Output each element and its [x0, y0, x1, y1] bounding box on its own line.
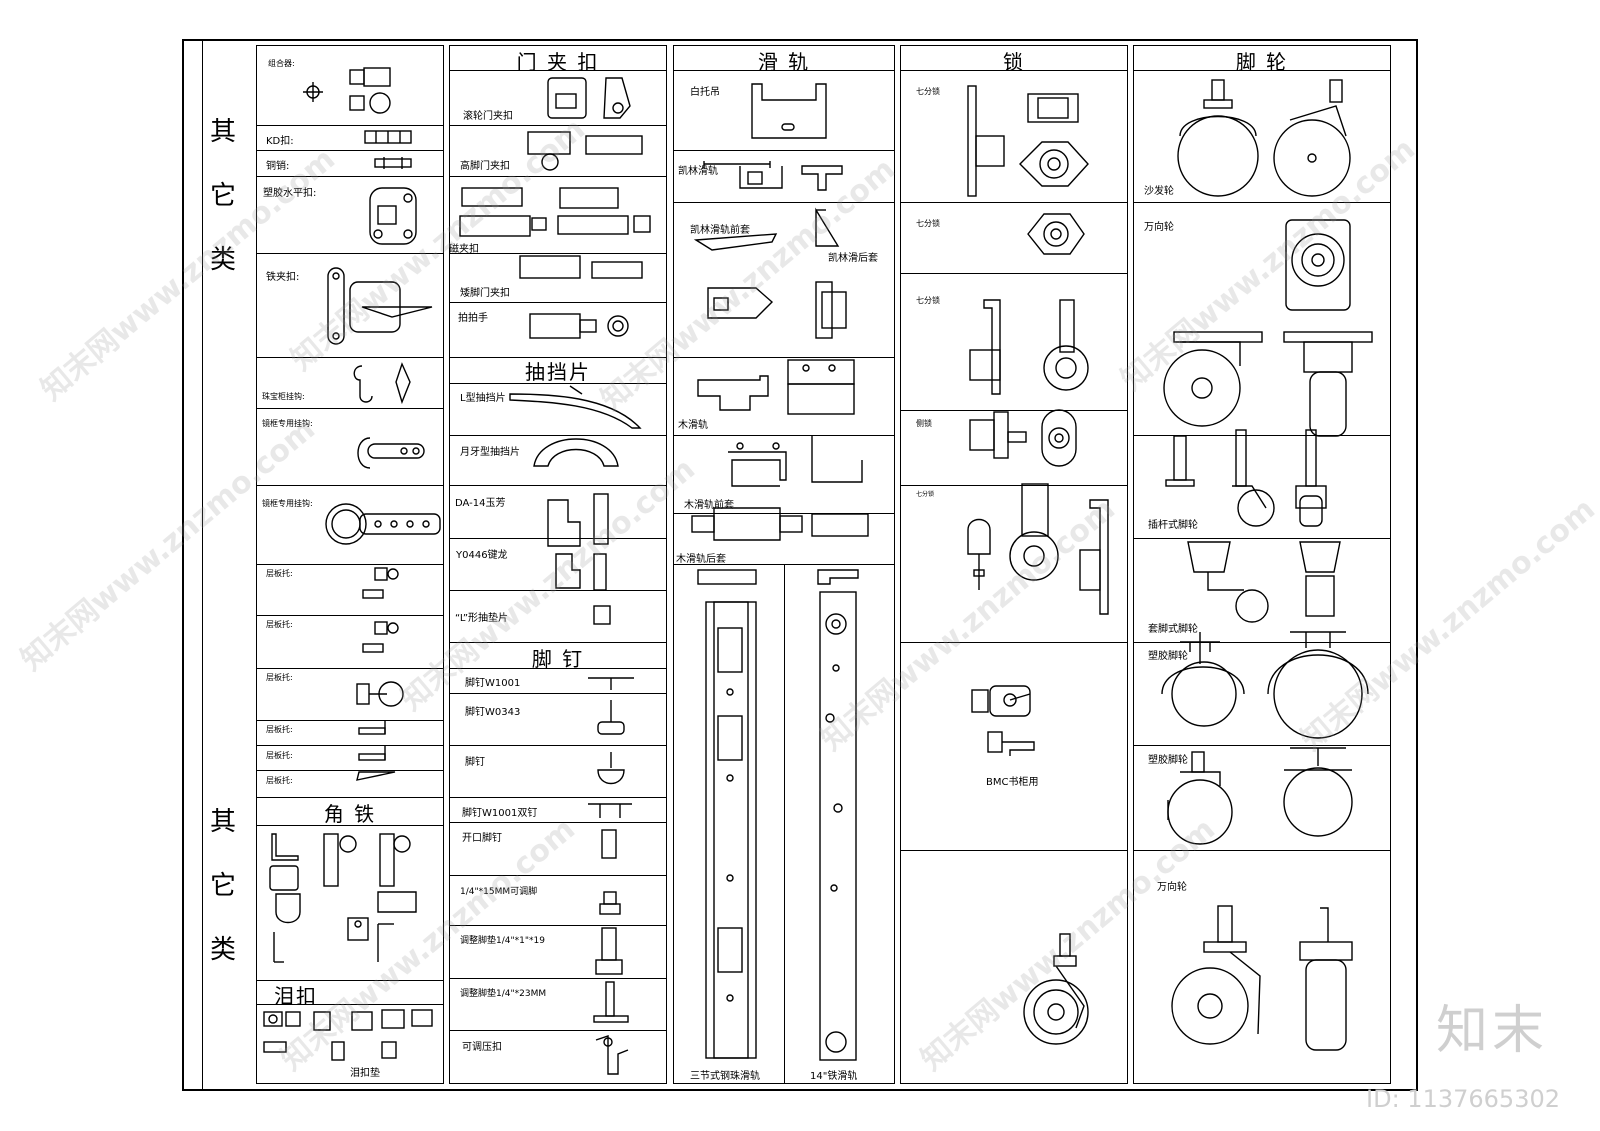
slide-header: 滑 轨: [757, 50, 811, 74]
slide-label-iron: 14"铁滑轨: [810, 1071, 858, 1082]
drawer-label-crescent: 月牙型抽挡片: [460, 447, 520, 458]
tear-buckle-drawings: [263, 1009, 433, 1061]
misc-label-shelf-3: 层板托:: [266, 673, 293, 682]
lock-drawings: [967, 85, 1109, 615]
slide-label-wood-front: 木滑轨前套: [684, 500, 734, 511]
nail-label-adjustable-15: 1/4"*15MM可调脚: [460, 887, 538, 897]
frame-inner-left-line: [202, 39, 203, 1091]
caster-label-swivel-2: 万向轮: [1157, 882, 1187, 893]
drawer-subheader: 抽挡片: [525, 360, 591, 384]
drawer-label-l: L型抽挡片: [460, 393, 506, 404]
nail-label-plain: 脚钉: [465, 757, 485, 768]
misc-label-frame-hook-2: 镜框专用挂钩:: [262, 499, 313, 508]
bmc-lock-drawing: [971, 685, 1035, 756]
door-label-magnet: 磁夹扣: [449, 244, 479, 255]
iron-clip-drawing: [327, 267, 433, 345]
side-label-bottom: 其它类: [209, 807, 236, 965]
misc-subheader-tear: 泪扣: [274, 984, 318, 1008]
door-clip-drawings: [459, 77, 651, 625]
misc-label-shelf-4: 层板托:: [266, 725, 293, 734]
dimension-marks: [703, 161, 771, 168]
nail-subheader: 脚 钉: [531, 647, 585, 671]
brand-logo: 知末: [1435, 1001, 1548, 1061]
nail-label-w0343: 脚钉W0343: [465, 707, 521, 718]
misc-label-combiner: 组合器:: [268, 59, 295, 68]
ball-bearing-slide-drawing: [697, 569, 757, 1059]
misc-label-copper-pin: 铜销:: [266, 161, 290, 172]
misc-label-shelf-1: 层板托:: [266, 569, 293, 578]
frame-hook-drawing-1: [357, 437, 425, 469]
combiner-drawing: [303, 67, 391, 114]
plastic-latch-drawing: [369, 187, 417, 245]
misc-label-frame-hook-1: 镜框专用挂钩:: [262, 419, 313, 428]
side-label-top: 其它类: [209, 117, 236, 275]
misc-subheader-corner: 角 铁: [323, 802, 377, 826]
jewelry-hook-drawing: [353, 362, 411, 405]
lock-caster-drawing: [1023, 933, 1089, 1045]
nail-label-pad-23: 调整脚垫1/4"*23MM: [460, 989, 547, 999]
lock-label-2: 七分锁: [916, 219, 940, 228]
column-caster: [1133, 45, 1391, 1084]
lock-label-3: 七分锁: [916, 296, 940, 305]
nail-label-press: 可调压扣: [462, 1042, 502, 1053]
lock-label-4: 七分锁: [916, 491, 935, 498]
lock-label-bmc: BMC书柜用: [986, 777, 1039, 788]
misc-label-jewelry-hook: 珠宝柜挂钩:: [262, 392, 305, 401]
caster-label-plastic-1: 塑胶脚轮: [1148, 651, 1188, 662]
corner-iron-drawings: [269, 833, 417, 963]
slide-label-wood-back: 木滑轨后套: [676, 554, 726, 565]
slide-label-ball: 三节式钢珠滑轨: [690, 1071, 760, 1082]
slide-label-kailin-front: 凯林滑轨前套: [690, 225, 750, 236]
shelf-support-drawings: [356, 567, 404, 781]
drawer-label-y0446: Y0446键龙: [456, 550, 508, 561]
misc-label-iron-clip: 铁夹扣:: [266, 272, 300, 283]
nail-label-pad-19: 调整脚垫1/4"*1"*19: [460, 936, 545, 946]
iron-slide-drawing: [817, 569, 859, 1061]
misc-tear-caption: 泪扣垫: [350, 1068, 380, 1079]
caster-label-stem: 插杆式脚轮: [1148, 520, 1198, 531]
nail-label-open: 开口脚钉: [462, 833, 502, 844]
foot-nail-drawings: [588, 677, 634, 1075]
frame-hook-drawing-2: [325, 503, 441, 545]
misc-label-kd: KD扣:: [266, 136, 294, 147]
copper-pin-drawing: [374, 157, 412, 169]
slide-label-kailin-back: 凯林滑后套: [828, 253, 878, 264]
drawing-frame: [182, 39, 1418, 1091]
caster-label-socket: 套脚式脚轮: [1148, 624, 1198, 635]
drawer-label-l-pad: “L”形抽垫片: [455, 613, 508, 624]
drawer-label-da14: DA-14玉芳: [455, 498, 506, 509]
nail-label-w1001: 脚钉W1001: [465, 678, 521, 689]
caster-drawings: [1161, 79, 1373, 1051]
column-door: [449, 45, 667, 1084]
misc-label-shelf-6: 层板托:: [266, 776, 293, 785]
lock-header: 锁: [1003, 50, 1025, 74]
door-label-roller: 滚轮门夹扣: [463, 111, 513, 122]
lock-label-1: 七分锁: [916, 87, 940, 96]
slide-label-bracket: 白托吊: [690, 87, 720, 98]
door-label-push: 拍拍手: [458, 313, 488, 324]
door-header: 门 夹 扣: [516, 50, 600, 74]
slide-drawings: [691, 83, 869, 541]
misc-label-shelf-2: 层板托:: [266, 620, 293, 629]
caster-label-swivel-1: 万向轮: [1144, 222, 1174, 233]
caster-header: 脚 轮: [1235, 50, 1289, 74]
misc-label-plastic-latch: 塑胶水平扣:: [263, 188, 317, 199]
lock-label-side: 侧锁: [916, 419, 932, 428]
slide-label-kailin: 凯林滑轨: [678, 166, 718, 177]
caster-label-plastic-2: 塑胶脚轮: [1148, 755, 1188, 766]
image-id: ID: 1137665302: [1366, 1085, 1560, 1113]
misc-label-shelf-5: 层板托:: [266, 751, 293, 760]
slide-label-wood: 木滑轨: [678, 420, 708, 431]
caster-label-sofa: 沙发轮: [1144, 186, 1174, 197]
column-lock: [900, 45, 1128, 1084]
door-label-low-foot: 矮脚门夹扣: [460, 288, 510, 299]
nail-label-w1001-double: 脚钉W1001双钉: [462, 808, 538, 819]
kd-buckle-drawing: [364, 130, 412, 144]
door-label-high-foot: 高脚门夹扣: [460, 161, 510, 172]
